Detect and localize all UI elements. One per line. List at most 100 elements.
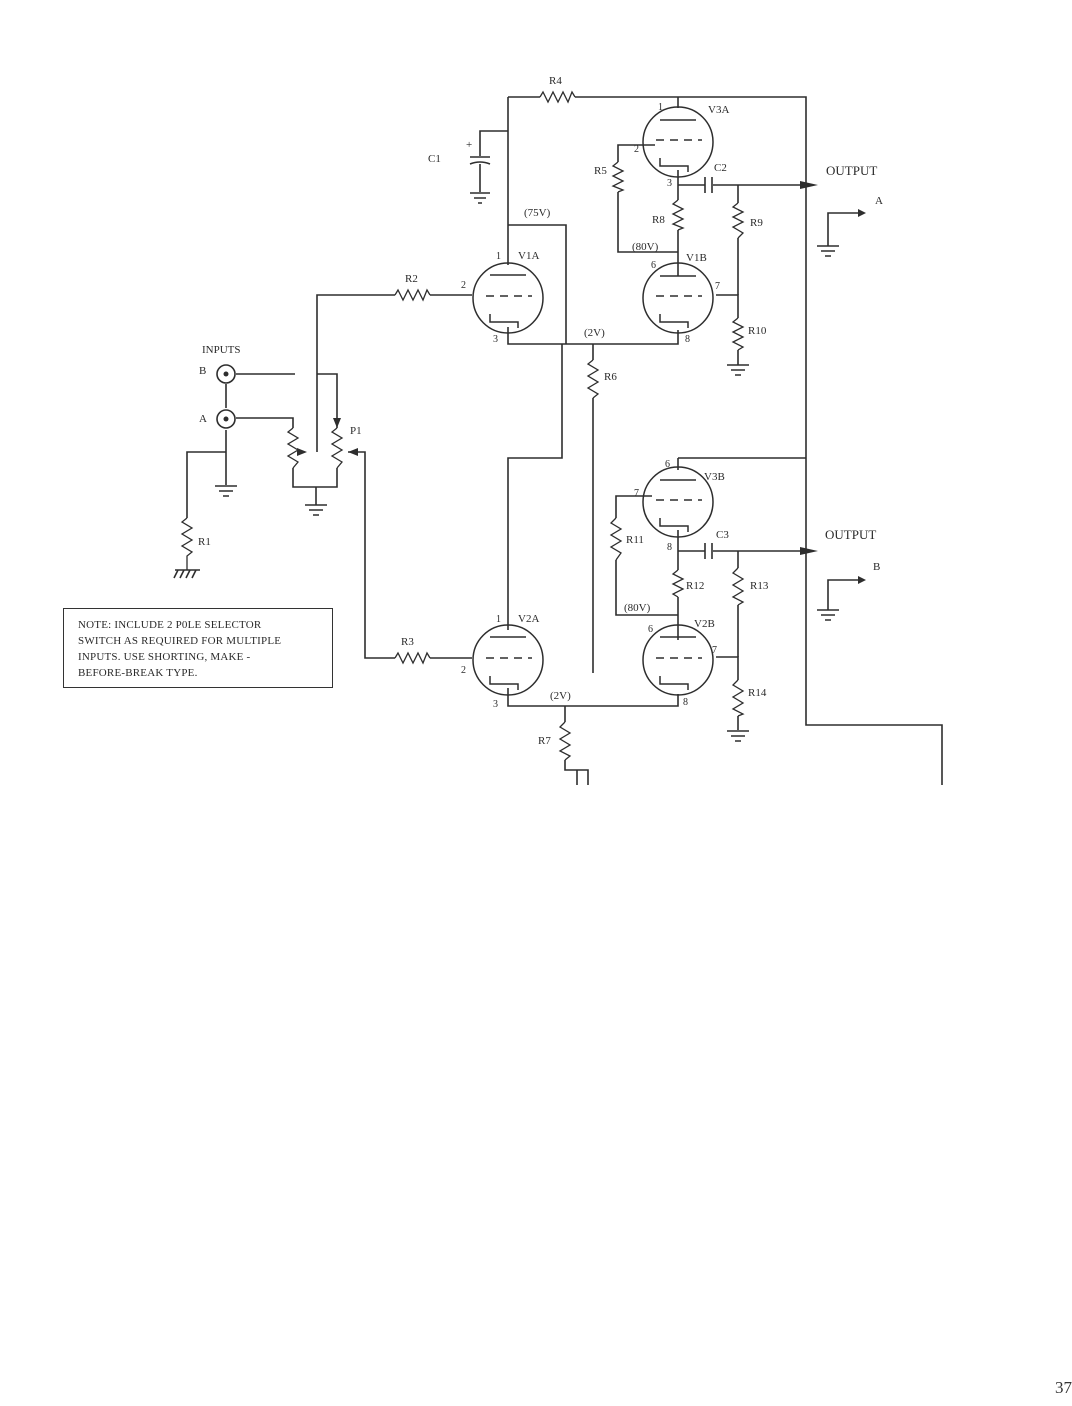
component-labels: R4 C1 + R5 C2 V3A R8 R9 (75V) (80V) V1B … [198,75,769,747]
label-r4: R4 [549,75,562,87]
label-r9: R9 [750,217,763,229]
output-b-label: B [873,561,880,573]
label-v1b: V1B [686,252,707,264]
svg-text:7: 7 [715,281,720,292]
input-a-label: A [199,413,207,425]
capacitor-c2 [704,177,713,193]
svg-text:6: 6 [651,260,656,271]
tube-v3a [642,106,714,178]
tube-v1b [642,262,714,334]
capacitors [469,156,713,559]
svg-text:3: 3 [493,699,498,710]
input-jack-a [216,409,236,429]
resistor-r13 [731,567,745,606]
label-c3: C3 [716,529,729,541]
output-a-title: OUTPUT [826,163,877,178]
svg-text:3: 3 [667,178,672,189]
pin-numbers: 1 2 3 1 2 3 6 7 8 6 7 8 1 2 3 6 7 8 [461,102,720,710]
resistors [180,90,745,761]
label-c2: C2 [714,162,727,174]
output-a-label: A [875,195,883,207]
arrowheads [297,181,866,584]
note-line-2: SWITCH AS REQUIRED FOR MULTIPLE [78,635,282,647]
resistor-r12 [671,569,685,598]
label-r6: R6 [604,371,617,383]
label-v1a: V1A [518,250,539,262]
label-r10: R10 [748,325,767,337]
resistor-r7 [558,721,572,761]
label-r3: R3 [401,636,414,648]
resistor-r5 [611,161,625,193]
resistor-r8 [671,199,685,231]
resistor-r9 [731,202,745,239]
svg-text:8: 8 [685,334,690,345]
svg-text:3: 3 [493,334,498,345]
svg-text:2: 2 [461,280,466,291]
label-c1-plus: + [466,139,472,151]
svg-text:6: 6 [648,624,653,635]
resistor-r10 [731,317,745,351]
svg-text:2: 2 [461,665,466,676]
svg-text:1: 1 [496,614,501,625]
ground-out-a [817,245,839,257]
resistor-r2 [394,288,431,302]
label-v75: (75V) [524,207,551,219]
page-number: 37 [1055,1378,1072,1397]
svg-text:8: 8 [667,542,672,553]
ground-r10 [727,364,749,376]
svg-text:7: 7 [634,488,639,499]
svg-text:2: 2 [634,144,639,155]
tube-v3b [642,466,714,538]
label-r1: R1 [198,536,211,548]
label-p1: P1 [350,425,362,437]
note-box: NOTE: INCLUDE 2 P0LE SELECTOR SWITCH AS … [63,608,333,688]
label-r12: R12 [686,580,704,592]
note-line-3: INPUTS. USE SHORTING, MAKE - [78,651,251,663]
label-r2: R2 [405,273,418,285]
resistor-r1 [180,517,194,570]
input-jacks [216,364,236,429]
note-line-4: BEFORE-BREAK TYPE. [78,667,198,679]
ground-r14 [727,730,749,742]
resistor-r6 [586,359,600,399]
label-v2-bottom: (2V) [550,690,571,702]
io-labels: INPUTS B A OUTPUT A OUTPUT B [199,163,883,573]
potentiometer-p1-b [330,427,344,469]
label-c1: C1 [428,153,441,165]
ground-chassis-r1 [173,569,200,579]
label-v2b: V2B [694,618,715,630]
svg-text:1: 1 [658,102,663,113]
resistor-r11 [609,517,623,561]
label-v2a: V2A [518,613,539,625]
tube-v1a [472,262,544,334]
svg-text:7: 7 [712,645,717,656]
tube-v2b [642,624,714,696]
resistor-r3 [394,651,431,665]
capacitor-c3 [704,543,713,559]
label-v3a: V3A [708,104,729,116]
label-r5: R5 [594,165,607,177]
label-r8: R8 [652,214,665,226]
label-v80-top: (80V) [632,241,659,253]
label-v2-top: (2V) [584,327,605,339]
svg-text:1: 1 [496,251,501,262]
wiring [186,96,943,785]
tube-v2a [472,624,544,696]
capacitor-c1 [469,156,491,165]
ground-out-b [817,609,839,621]
label-r7: R7 [538,735,551,747]
vacuum-tubes [472,106,714,696]
label-r14: R14 [748,687,767,699]
note-line-1: NOTE: INCLUDE 2 P0LE SELECTOR [78,619,262,631]
ground-p1 [305,504,327,516]
svg-text:8: 8 [683,697,688,708]
ground-c1 [470,192,490,204]
output-b-title: OUTPUT [825,527,876,542]
potentiometer-p1-a [286,427,300,469]
svg-text:6: 6 [665,459,670,470]
input-jack-b [216,364,236,384]
ground-input [215,485,237,497]
inputs-title: INPUTS [202,344,241,356]
resistor-r14 [731,679,745,717]
